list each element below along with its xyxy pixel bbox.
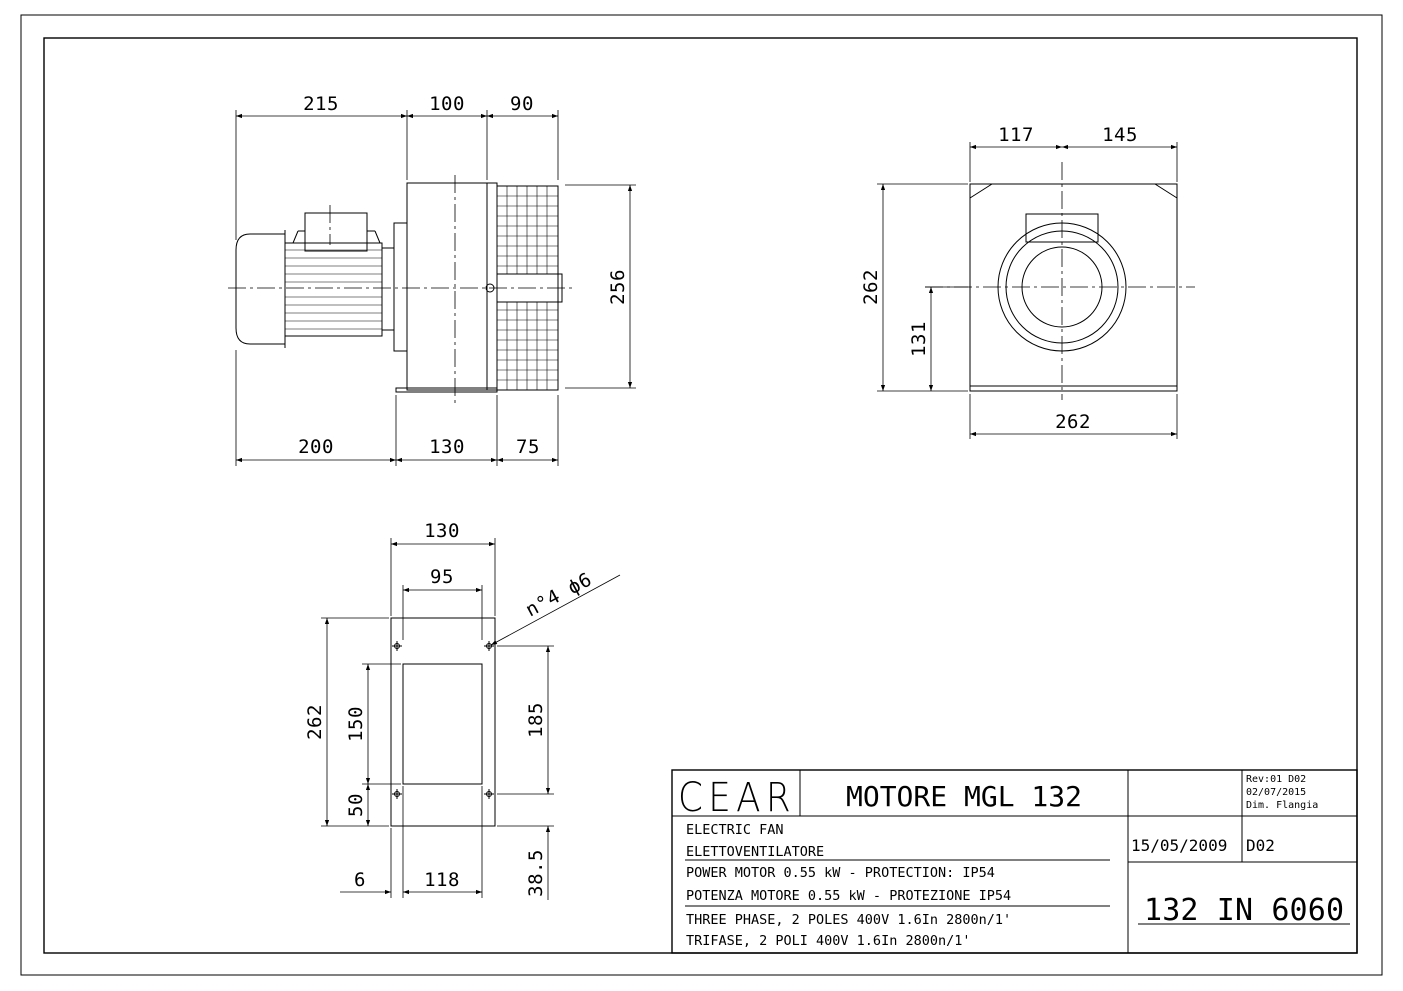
- revision-line-3: Dim. Flangia: [1246, 800, 1318, 811]
- flange-opening: [402, 663, 483, 785]
- junction-box: [304, 212, 368, 252]
- front-view: 117 145 262 131 262: [860, 124, 1195, 439]
- sheet-code: D02: [1246, 836, 1275, 855]
- flange-holes-note: n°4 ϕ6: [522, 568, 596, 621]
- dim-side-bottom-3: 75: [516, 436, 540, 458]
- description-line-4: POTENZA MOTORE 0.55 kW - PROTEZIONE IP54: [686, 888, 1011, 904]
- dim-side-bottom-2: 130: [429, 436, 465, 458]
- flange-holes: [392, 641, 494, 799]
- company-logo: CEAR: [678, 775, 796, 821]
- description-line-5: THREE PHASE, 2 POLES 400V 1.6In 2800n/1': [686, 912, 1011, 928]
- side-view: 215 100 90 200 130 75 256: [228, 93, 636, 466]
- dim-front-top-left: 117: [998, 124, 1034, 146]
- dim-side-top-2: 100: [429, 93, 465, 115]
- issue-date: 15/05/2009: [1131, 836, 1227, 855]
- motor-end-cap: [235, 233, 285, 345]
- revision-line-2: 02/07/2015: [1246, 787, 1306, 798]
- motor-fins: [285, 249, 382, 330]
- flange-view: 130 95 n°4 ϕ6 262 150 50 185 38.5 6 118: [304, 520, 621, 900]
- dim-front-height: 262: [860, 269, 882, 305]
- outer-border: [20, 14, 1383, 976]
- drawing-title: MOTORE MGL 132: [846, 780, 1082, 813]
- dim-front-top-right: 145: [1102, 124, 1138, 146]
- dim-flange-height: 262: [304, 704, 326, 740]
- revision-line-1: Rev:01 D02: [1246, 774, 1306, 785]
- dim-side-top-3: 90: [510, 93, 534, 115]
- dim-flange-hole-vertical: 185: [525, 702, 547, 738]
- dim-flange-bottom-offset: 50: [345, 793, 367, 817]
- dim-flange-outer-width: 130: [424, 520, 460, 542]
- fan-housing: [406, 182, 498, 391]
- dim-side-bottom-1: 200: [298, 436, 334, 458]
- motor-flange: [381, 247, 395, 331]
- dim-flange-bottom-margin: 38.5: [525, 849, 547, 897]
- dim-front-axis-height: 131: [908, 321, 930, 357]
- dim-side-height: 256: [607, 269, 629, 305]
- drawing-number: 132 IN 6060: [1144, 893, 1344, 928]
- dim-side-top-1: 215: [303, 93, 339, 115]
- description-line-6: TRIFASE, 2 POLI 400V 1.6In 2800n/1': [686, 933, 970, 949]
- dim-flange-opening-height: 150: [345, 706, 367, 742]
- description-line-2: ELETTOVENTILATORE: [686, 844, 824, 860]
- front-housing: [969, 183, 1178, 392]
- description-line-1: ELECTRIC FAN: [686, 822, 784, 838]
- dim-front-width: 262: [1055, 411, 1091, 433]
- dim-flange-hole-spacing: 95: [430, 566, 454, 588]
- motor-body: [284, 242, 383, 337]
- description-line-3: POWER MOTOR 0.55 kW - PROTECTION: IP54: [686, 865, 995, 881]
- dim-flange-opening-width: 118: [424, 869, 460, 891]
- flange-plate: [390, 617, 496, 827]
- dim-flange-left-offset: 6: [354, 869, 366, 891]
- title-block: CEAR MOTORE MGL 132 Rev:01 D02 02/07/201…: [671, 769, 1358, 954]
